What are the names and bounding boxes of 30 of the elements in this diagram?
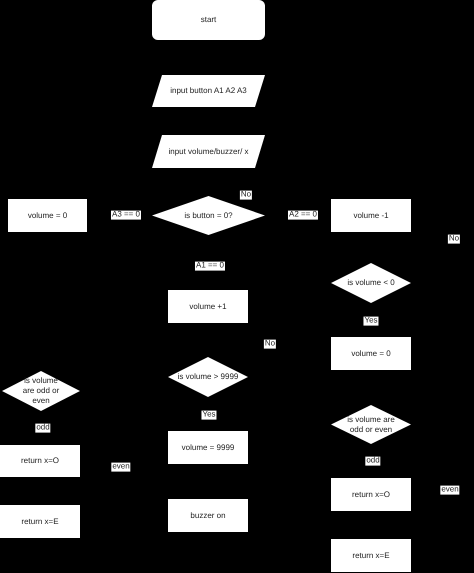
node-text: return x=E [352,550,390,560]
node-text: volume -1 [353,210,389,220]
branch-label: Yes [363,316,379,326]
branch-label: odd [35,424,51,432]
node-text: is volume < 0 [347,278,395,288]
branch-label: Yes [201,410,217,420]
branch-label: No [264,340,276,348]
node-text: return x=O [20,456,59,466]
branch-label: odd [365,456,381,466]
node-text: is volume are odd or even [22,376,60,406]
branch-label: even [440,486,460,494]
branch-label: even [111,462,131,472]
node-text: return x=E [21,516,59,526]
node-text: volume +1 [189,302,227,312]
node-text: input volume/buzzer/ x [168,146,249,156]
node-text: return x=O [352,490,390,500]
node-text: volume = 0 [351,348,391,358]
branch-label: A1 == 0 [194,262,226,270]
node-text: volume = 9999 [182,442,234,452]
node-text: is volume > 9999 [178,372,238,382]
node-text: is button = 0? [184,210,233,220]
branch-label: No [448,234,460,244]
node-text: volume = 0 [28,210,68,220]
branch-label: No [240,190,252,200]
node-text: input button A1 A2 A3 [170,86,247,96]
branch-label: A3 == 0 [110,210,142,220]
node-text: buzzer on [190,510,226,520]
branch-label: A2 == 0 [288,210,318,220]
node-text: is volume are odd or even [347,414,395,434]
node-text: start [200,15,216,25]
